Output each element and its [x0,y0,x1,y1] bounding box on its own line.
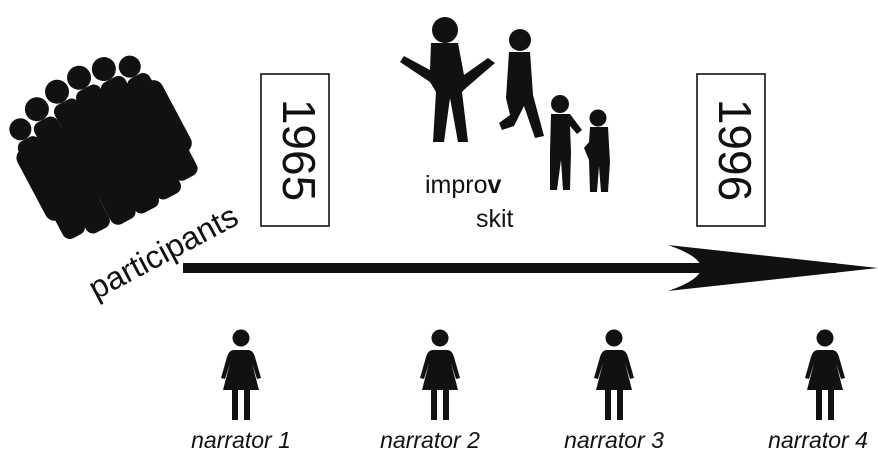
group-silhouette-icon [9,55,198,239]
woman-icon [420,329,460,420]
year-box-1965 [260,73,330,227]
improv-label: improv [425,171,502,199]
woman-icon [805,329,845,420]
improv-label-prefix: impro [425,171,488,199]
year-box-1996 [696,73,766,227]
skit-label: skit [476,205,514,233]
people-silhouette-icon [400,17,610,192]
narrator-label-4: narrator 4 [768,427,868,453]
woman-icon [221,329,261,420]
year-label-1965: 1965 [273,99,325,201]
improv-label-bold: v [488,171,502,199]
narrator-label-2: narrator 2 [380,427,480,453]
arrow-icon [183,245,878,291]
narrator-label-3: narrator 3 [564,427,664,453]
year-label-1996: 1996 [709,99,761,201]
woman-icon [594,329,634,420]
narrator-label-1: narrator 1 [191,427,291,453]
